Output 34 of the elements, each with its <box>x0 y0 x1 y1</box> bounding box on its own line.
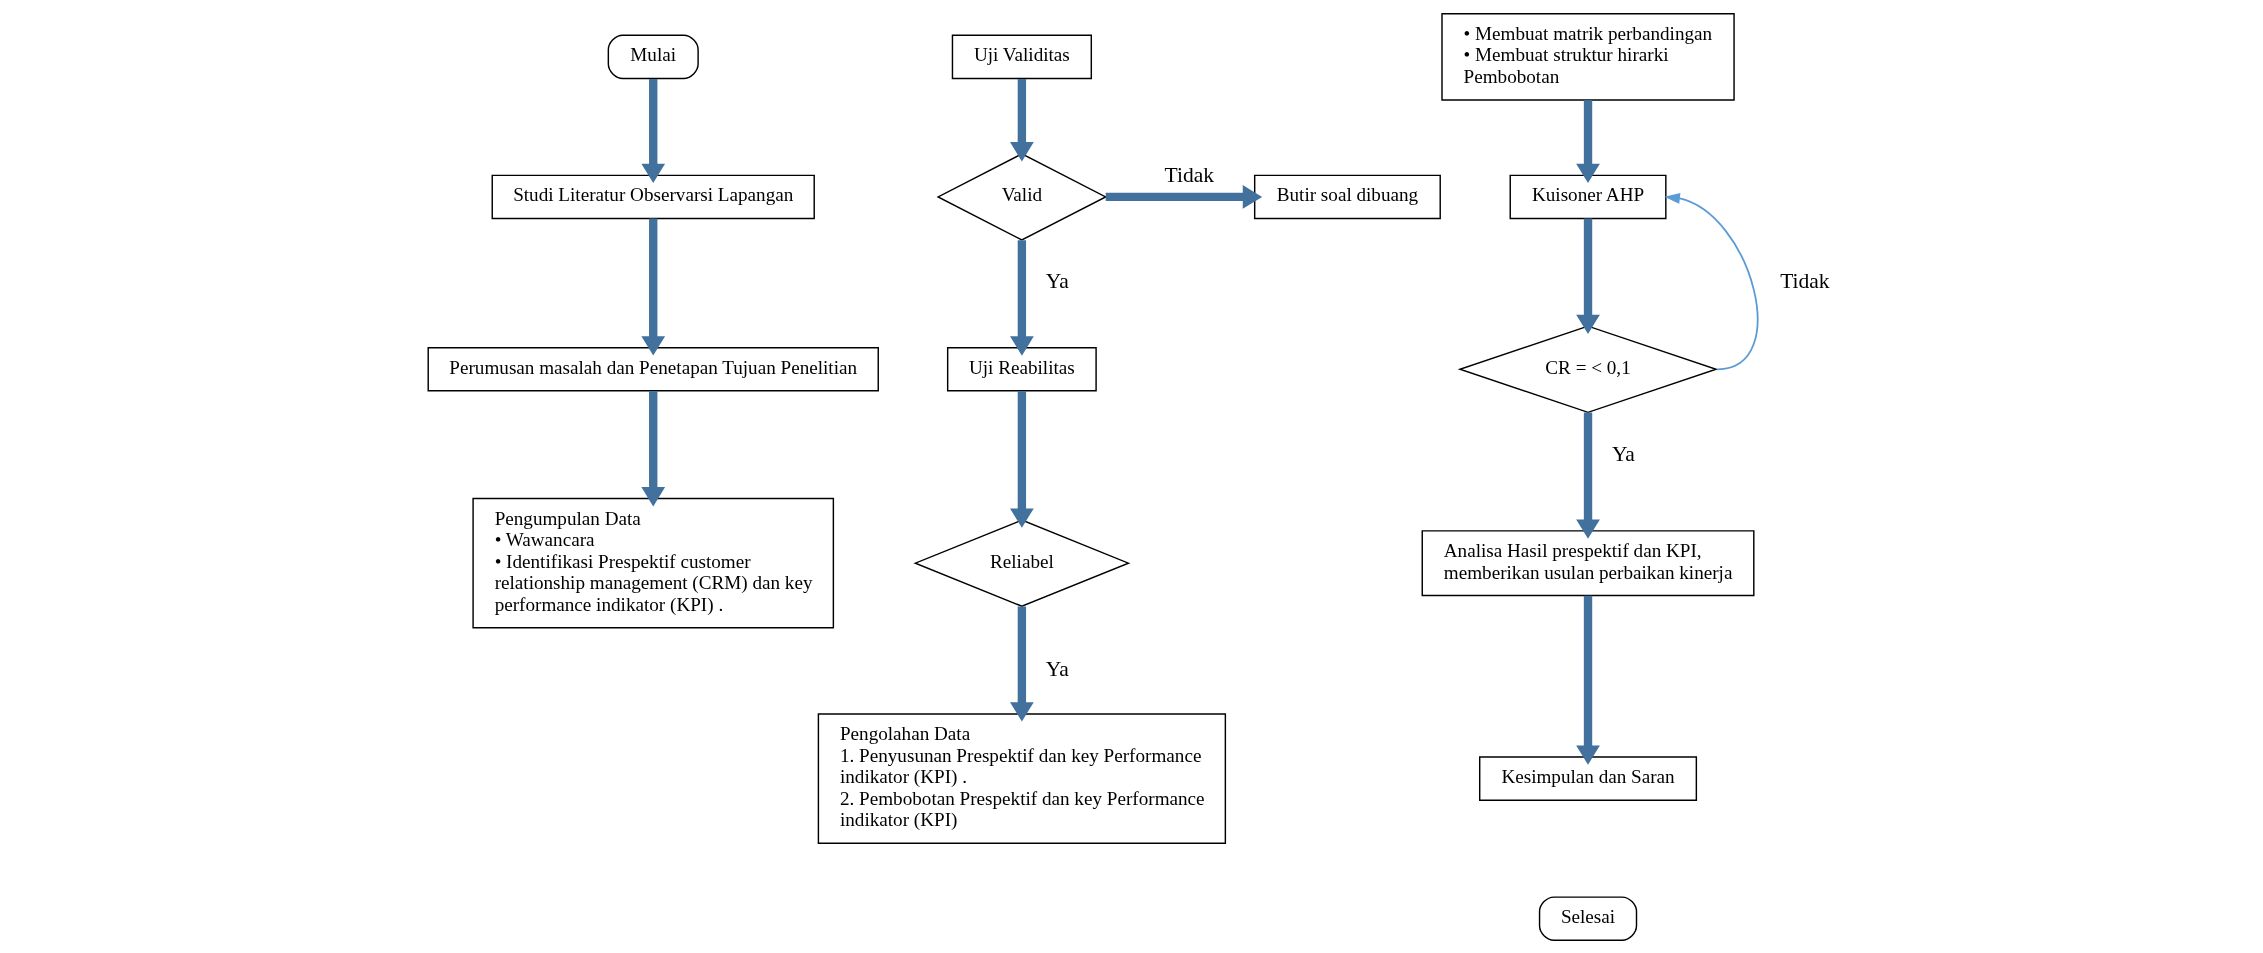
edge-label: Ya <box>1045 268 1069 293</box>
node-box: Perumusan masalah dan Penetapan Tujuan Penelitian <box>426 346 879 392</box>
arrow <box>1009 390 1034 528</box>
node-box: Kesimpulan dan Saran <box>1478 755 1697 801</box>
node-box: Pengolahan Data 1. Penyusunan Prespektif dan key Performance indikator (KPI) . 2. Pembobotan Prespektif dan key Performance indikator (KPI) <box>817 712 1226 844</box>
node-box: Pengumpulan Data • Wawancara • Identifikasi Prespektif customer relationship management (CRM) dan key performance indikator (KPI) . <box>471 497 834 629</box>
node-box: Selesai <box>1538 895 1637 941</box>
node-box: Mulai <box>607 34 699 79</box>
arrow <box>1575 99 1600 183</box>
arrow <box>1105 184 1262 209</box>
arrow <box>1575 218 1600 334</box>
arrow <box>1009 239 1034 356</box>
node-box: Uji Validitas <box>951 34 1092 79</box>
edge-label: Ya <box>1045 656 1069 681</box>
node-box: Kuisoner AHP <box>1509 174 1667 219</box>
arrow <box>1575 595 1600 765</box>
arrow <box>640 218 665 355</box>
node-box: • Membuat matrik perbandingan • Membuat struktur hirarki Pembobotan <box>1440 12 1735 101</box>
arrow <box>640 390 665 506</box>
node-box: Analisa Hasil prespektif dan KPI, memberikan usulan perbaikan kinerja <box>1421 529 1755 596</box>
arrow <box>1009 78 1034 161</box>
arrow <box>1009 605 1034 722</box>
edge-label: Tidak <box>1779 268 1830 293</box>
node-box: Studi Literatur Observarsi Lapangan <box>491 174 815 219</box>
node-box: Butir soal dibuang <box>1253 174 1441 219</box>
node-diamond: Valid <box>936 152 1107 241</box>
edge-label: Ya <box>1611 441 1635 466</box>
arrow <box>640 78 665 183</box>
node-diamond: CR = < 0,1 <box>1457 324 1718 413</box>
arrow <box>1575 412 1600 539</box>
node-box: Uji Reabilitas <box>946 346 1097 392</box>
node-diamond: Reliabel <box>912 518 1130 607</box>
edge-label: Tidak <box>1164 162 1214 187</box>
arrow <box>1663 192 1758 370</box>
